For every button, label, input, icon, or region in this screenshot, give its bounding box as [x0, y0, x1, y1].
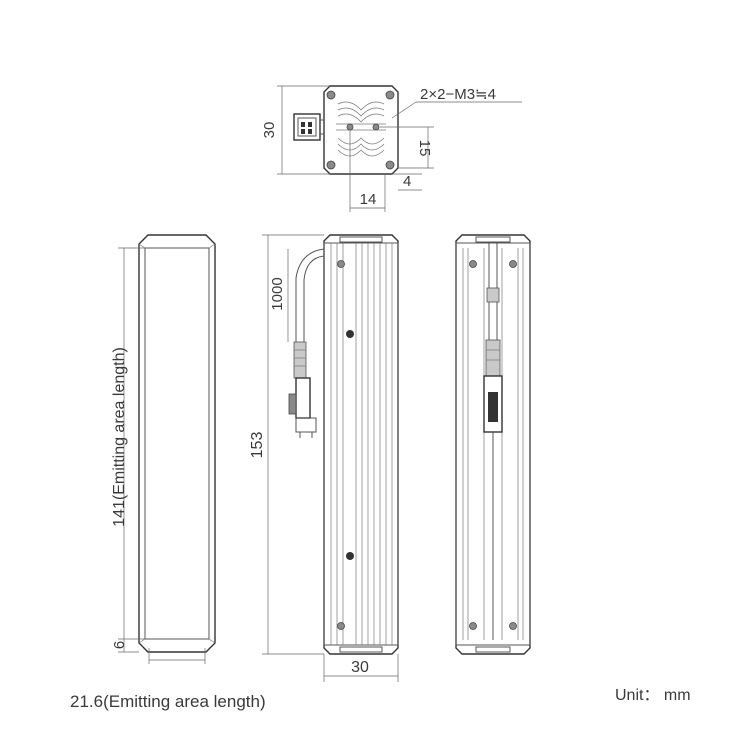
top-end-view: 30 2×2−M3≒4 15 4 14 [261, 85, 522, 212]
corner-screw [385, 160, 395, 170]
corner-screw [326, 90, 336, 100]
dim-emit-width-21-6: 21.6(Emitting area length) [70, 692, 266, 711]
dim-side-width-30: 30 [351, 659, 369, 676]
side-view: 1000 153 30 [249, 234, 399, 682]
dim-total-153: 153 [249, 432, 266, 459]
dim-offset-4: 4 [403, 173, 411, 190]
mount-hole [372, 123, 380, 131]
side-mount-hole [346, 552, 354, 560]
unit-label: Unit： mm [615, 687, 691, 704]
dim-width-14: 14 [360, 191, 377, 208]
side-screw [337, 622, 345, 630]
connector-plug [293, 113, 324, 141]
side-screw [337, 260, 345, 268]
corner-screw [326, 160, 336, 170]
dim-offset-15: 15 [416, 140, 433, 157]
back-screw [509, 622, 517, 630]
dim-cable-1000: 1000 [269, 277, 286, 310]
mount-hole [346, 123, 354, 131]
back-cable [483, 243, 503, 640]
dim-emit-length-141: 141(Emitting area length) [111, 347, 128, 527]
back-screw [509, 260, 517, 268]
dim-height-30: 30 [261, 122, 278, 139]
corner-screw [385, 90, 395, 100]
side-fins [330, 243, 393, 645]
back-screw [469, 622, 477, 630]
back-screw [469, 260, 477, 268]
cable [288, 248, 325, 438]
dim-offset-6: 6 [111, 641, 128, 649]
back-view [455, 234, 531, 655]
heatsink-fins [336, 101, 386, 157]
mount-spec-label: 2×2−M3≒4 [420, 86, 496, 103]
side-mount-hole [346, 330, 354, 338]
front-view: 141(Emitting area length) 6 21.6(Emittin… [70, 234, 266, 711]
